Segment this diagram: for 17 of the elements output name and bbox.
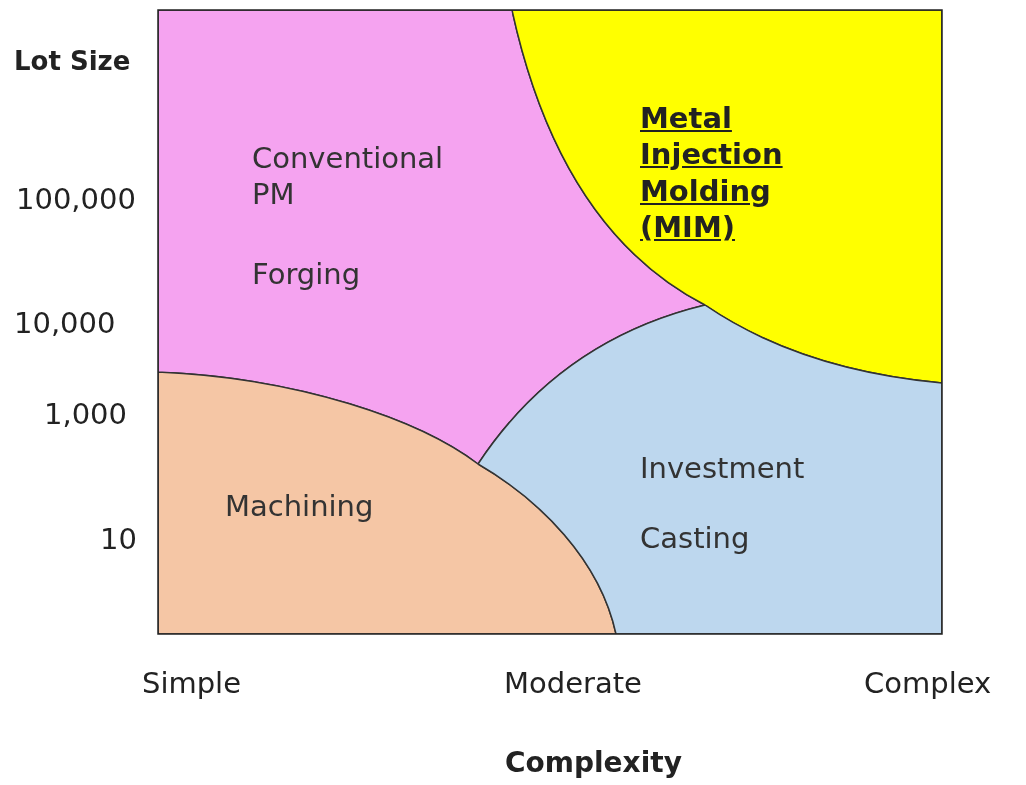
- axis-title: Complexity: [505, 746, 682, 779]
- chart-region: [158, 372, 616, 634]
- tick-label: Simple: [142, 666, 242, 700]
- region-label: Metal Injection Molding (MIM): [640, 100, 784, 245]
- region-label: Conventional PM: [252, 140, 445, 213]
- tick-label: Moderate: [504, 666, 642, 700]
- tick-label: 10: [100, 522, 137, 556]
- tick-label: 100,000: [16, 182, 136, 216]
- tick-label: 1,000: [44, 397, 128, 431]
- chart-region: [478, 305, 942, 634]
- chart-region: [512, 10, 942, 383]
- axis-title: Lot Size: [14, 46, 131, 76]
- tick-label: Complex: [864, 666, 992, 700]
- region-label: Forging: [252, 256, 362, 293]
- tick-label: 10,000: [14, 306, 116, 340]
- region-label: Investment Casting: [640, 450, 806, 557]
- region-label: Machining: [225, 488, 375, 525]
